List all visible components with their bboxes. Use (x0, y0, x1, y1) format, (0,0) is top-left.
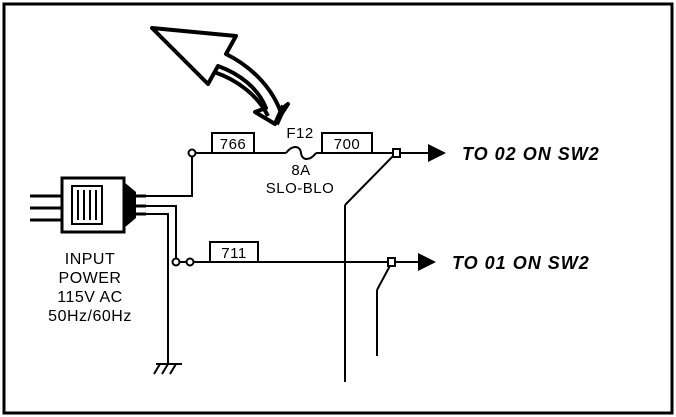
attention-arrow-icon (150, 26, 290, 126)
power-plug-icon (30, 176, 146, 234)
power-label-line1: INPUT (65, 251, 116, 268)
destination-bottom-label: TO 01 ON SW2 (452, 253, 590, 273)
arrowhead-icon (418, 253, 436, 271)
wire-label-700: 700 (334, 136, 361, 153)
terminal-node (387, 257, 396, 267)
fuse-symbol (285, 146, 317, 160)
junction-node (185, 257, 195, 267)
wire-label-766: 766 (220, 136, 247, 153)
wire-label-box (321, 132, 373, 154)
fuse-type-label: SLO-BLO (266, 180, 335, 197)
power-label-line3: 115V AC (57, 289, 122, 306)
junction-node (187, 148, 197, 158)
power-label-line4: 50Hz/60Hz (48, 308, 132, 325)
power-label-line2: POWER (59, 270, 122, 287)
ground-icon (153, 363, 182, 375)
wire-label-box (211, 132, 255, 154)
destination-top-label: TO 02 ON SW2 (462, 144, 600, 164)
fuse-ref-label: F12 (286, 125, 313, 142)
junction-node (171, 257, 181, 267)
arrowhead-icon (428, 144, 446, 162)
fuse-rating-label: 8A (291, 162, 310, 179)
terminal-node (392, 148, 401, 158)
wire-label-box (209, 241, 259, 263)
wire-label-711: 711 (221, 245, 246, 262)
